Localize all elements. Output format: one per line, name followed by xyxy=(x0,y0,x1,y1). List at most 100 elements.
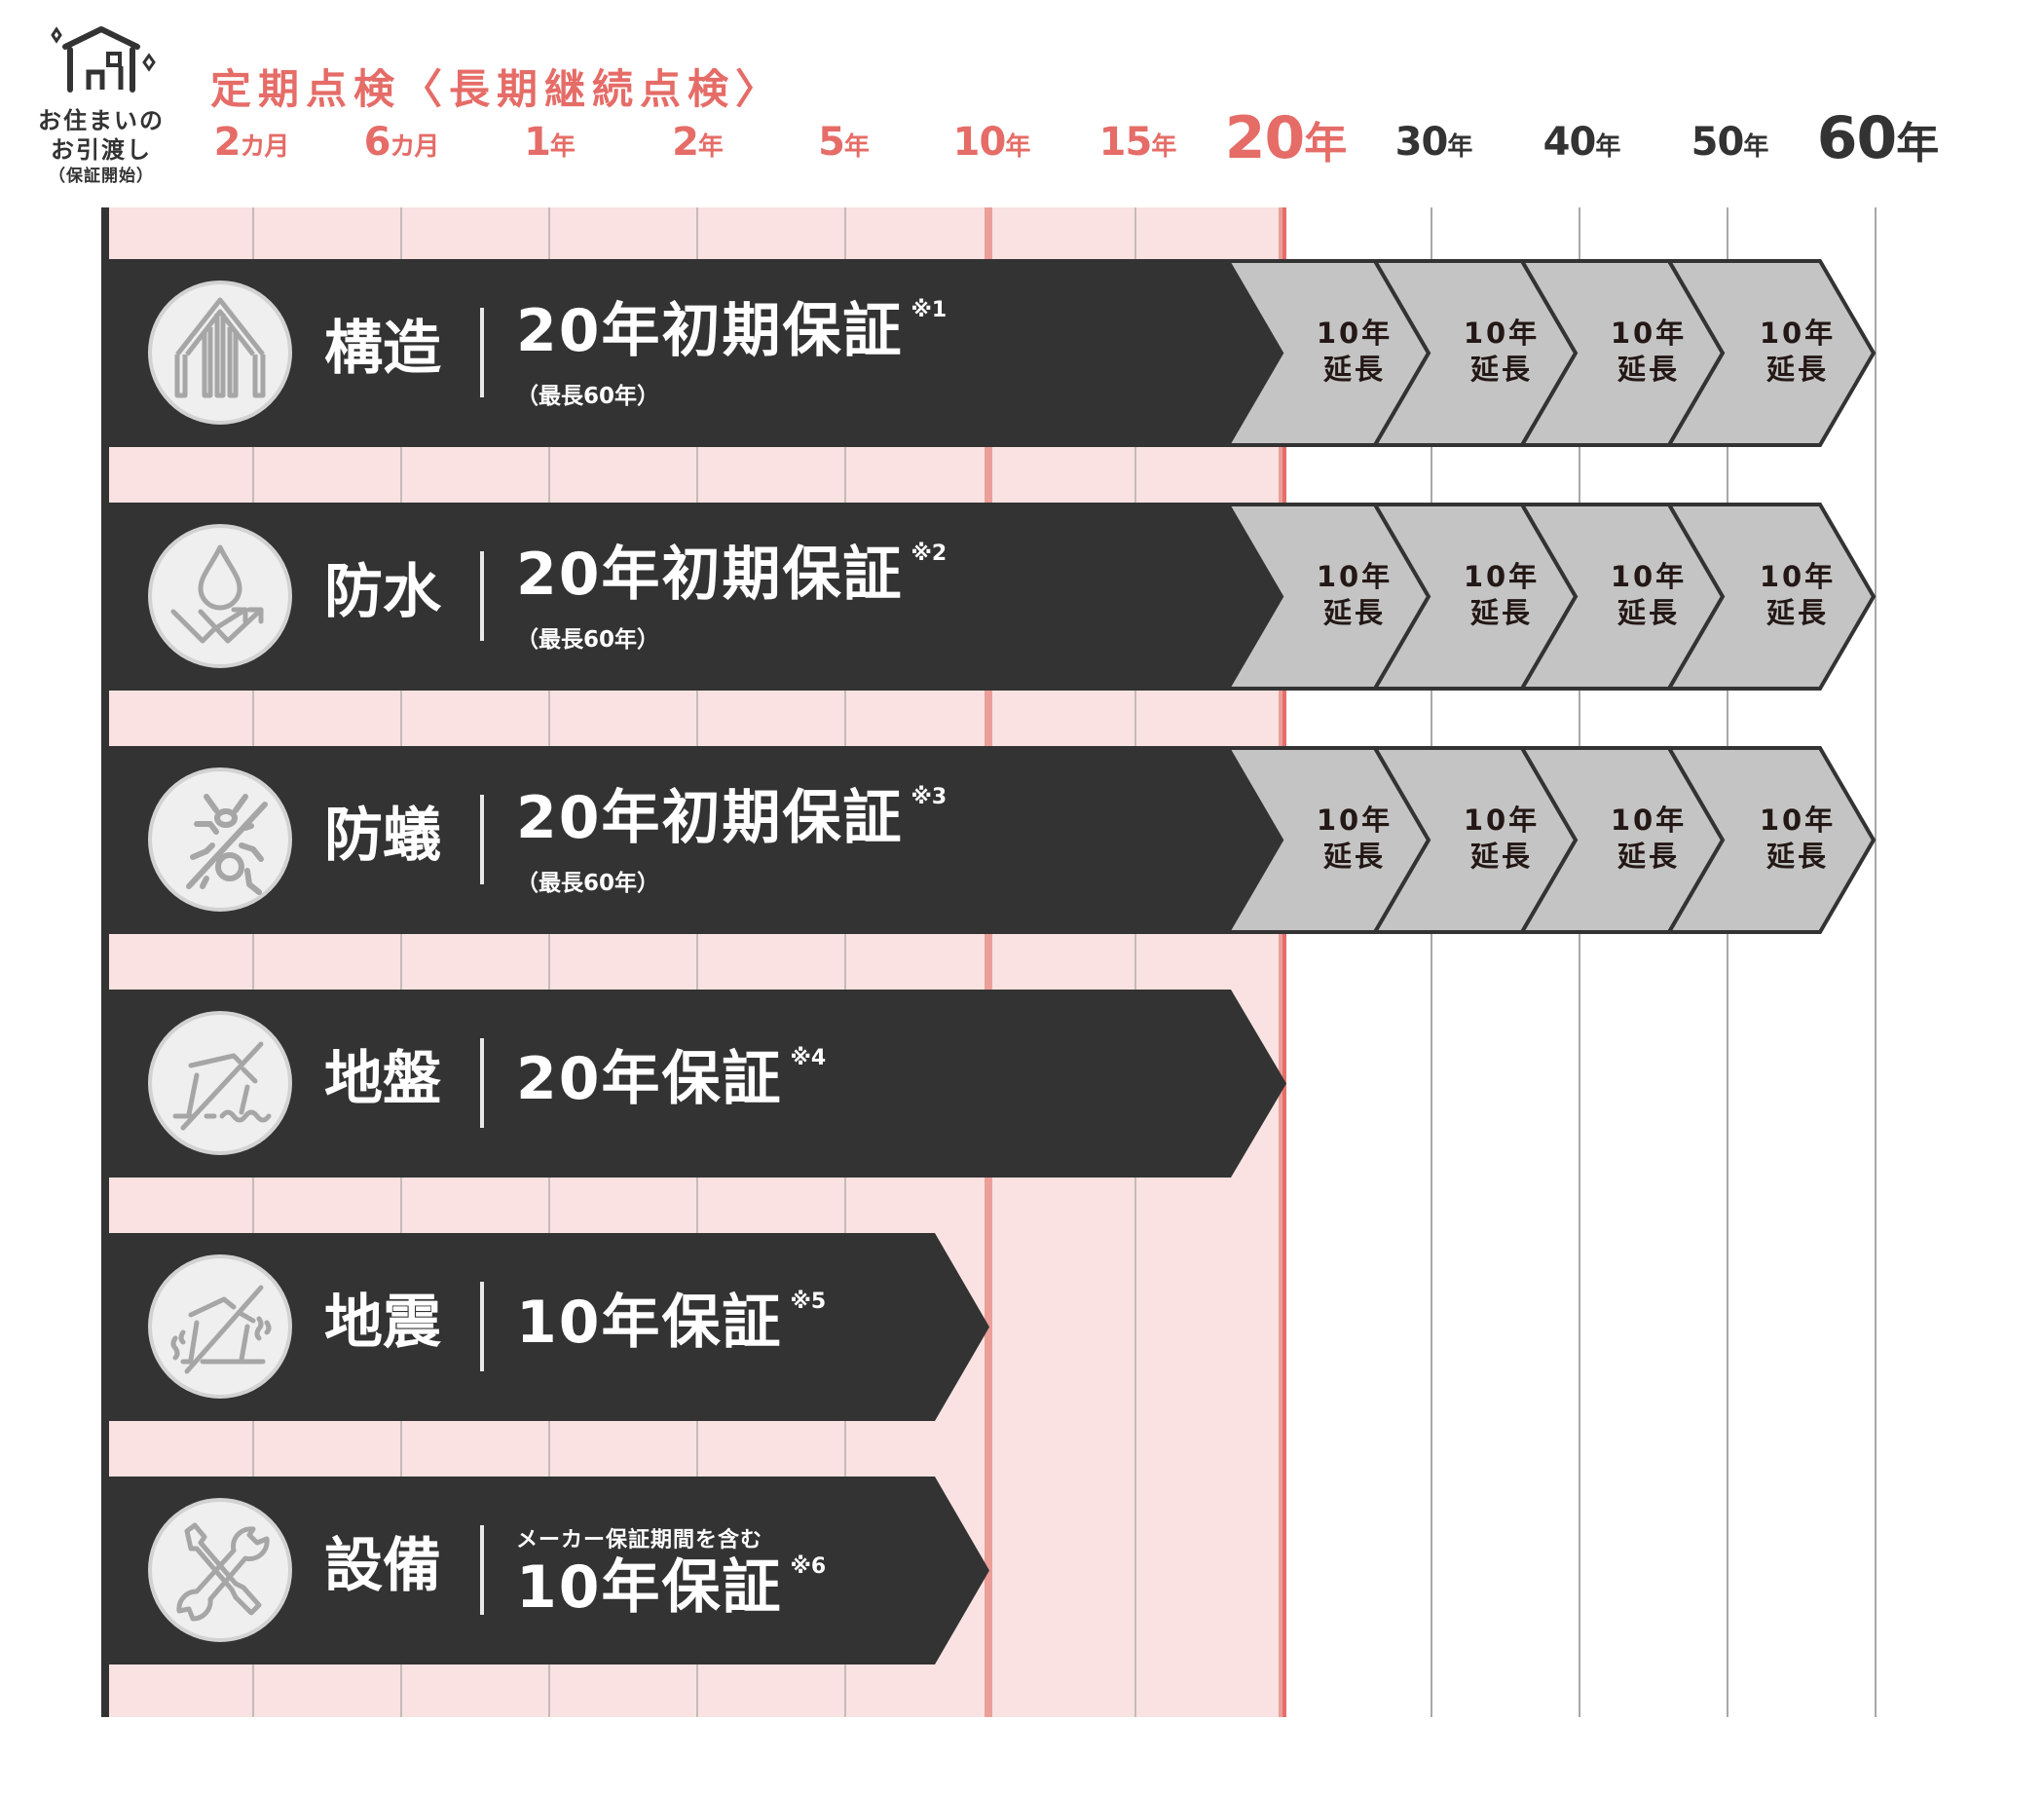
tick-label: 1年 xyxy=(524,120,576,165)
water-drop-icon xyxy=(170,544,264,644)
tick-unit: 年 xyxy=(697,132,724,162)
house-frame-icon xyxy=(174,297,266,398)
category-label: 設備 xyxy=(324,1532,441,1600)
guarantee-title: 10年保証※5 xyxy=(516,1289,827,1357)
gridline-30y xyxy=(1431,207,1432,1717)
bar-shape xyxy=(101,503,1877,691)
earthquake-icon-badge xyxy=(148,1254,292,1399)
inspection-title: 定期点検〈長期継続点検〉 xyxy=(210,65,784,113)
tick-label: 10年 xyxy=(953,123,1031,162)
footnote-mark: ※2 xyxy=(911,542,948,566)
max-period-note: （最長60年） xyxy=(516,627,660,653)
footnote-mark: ※1 xyxy=(911,298,948,322)
tick-unit: カ月 xyxy=(390,132,439,162)
gridline-6m xyxy=(400,207,402,1717)
category-label: 防水 xyxy=(324,558,441,626)
guarantee-bar-ground: 地盤 20年保証※4 xyxy=(101,990,1299,1178)
extension-label-4: 10年延長 xyxy=(1759,560,1837,629)
guarantee-bar-waterproof: 防水 20年初期保証※2 （最長60年） 10年延長 10年延長 10年延長 1… xyxy=(101,503,1883,691)
category-label: 地震 xyxy=(324,1289,441,1357)
structure-icon-badge xyxy=(148,280,292,425)
extension-label-1: 10年延長 xyxy=(1316,560,1394,629)
extension-label-2: 10年延長 xyxy=(1463,804,1541,873)
footnote-mark: ※5 xyxy=(790,1290,827,1314)
tick-number: 30 xyxy=(1394,120,1449,165)
tick-number: 60 xyxy=(1816,104,1897,172)
tick-label: 50年 xyxy=(1691,123,1769,162)
logo-text-line2: お引渡し xyxy=(51,136,152,164)
ground-subsidence-icon xyxy=(172,1041,272,1131)
tick-unit: 年 xyxy=(1743,132,1768,162)
tick-label: 2年 xyxy=(672,120,724,165)
gridline-10y xyxy=(985,207,992,1717)
category-label: 地盤 xyxy=(324,1045,441,1113)
guarantee-bar-equipment: 設備 メーカー保証期間を含む 10年保証※6 xyxy=(101,1477,997,1664)
tick-number: 40 xyxy=(1542,120,1597,165)
logo-text-line1: お住まいの xyxy=(38,107,165,134)
gridline-2y xyxy=(696,207,698,1717)
earthquake-house-icon xyxy=(170,1285,272,1374)
logo-text-line3: （保証開始） xyxy=(49,167,154,186)
divider xyxy=(480,1525,484,1615)
tick-unit: 年 xyxy=(549,132,576,162)
divider xyxy=(480,1282,484,1371)
tick-number: 6 xyxy=(363,120,391,165)
gridline-20y xyxy=(1279,207,1286,1717)
extension-label-1: 10年延長 xyxy=(1316,317,1394,386)
tick-label: 2カ月 xyxy=(213,120,290,165)
tick-label: 15年 xyxy=(1098,120,1177,165)
footnote-mark: ※6 xyxy=(790,1554,827,1579)
category-label: 防蟻 xyxy=(324,802,441,870)
tick-label: 30年 xyxy=(1394,120,1473,165)
extension-label-4: 10年延長 xyxy=(1759,804,1837,873)
bar-shape xyxy=(101,1233,989,1421)
tick-number: 15 xyxy=(1098,120,1153,165)
bar-shape xyxy=(101,259,1877,447)
maker-warranty-note: メーカー保証期間を含む xyxy=(516,1528,763,1552)
divider xyxy=(480,1038,484,1128)
gridline-2m xyxy=(252,207,254,1717)
guarantee-bar-structure: 構造 20年初期保証※1 （最長60年） 10年延長 10年延長 10年延長 1… xyxy=(101,259,1883,447)
guarantee-title: 20年初期保証※3 xyxy=(516,784,948,852)
gridline-5y xyxy=(844,207,846,1717)
footnote-mark: ※3 xyxy=(911,785,948,809)
tick-number: 2 xyxy=(672,120,699,165)
tick-number: 5 xyxy=(818,120,845,165)
divider xyxy=(480,551,484,641)
equipment-icon-badge xyxy=(148,1498,292,1642)
max-period-note: （最長60年） xyxy=(516,384,660,409)
gridline-60y xyxy=(1875,207,1877,1717)
gridline-40y xyxy=(1579,207,1580,1717)
bar-shape xyxy=(101,1477,989,1664)
tick-label: 40年 xyxy=(1542,120,1621,165)
guarantee-title: 20年初期保証※1 xyxy=(516,297,948,365)
tick-label: 60年 xyxy=(1817,109,1940,168)
bar-shape xyxy=(101,746,1877,934)
divider xyxy=(480,795,484,884)
guarantee-bar-termite: 防蟻 20年初期保証※3 （最長60年） 10年延長 10年延長 10年延長 1… xyxy=(101,746,1883,934)
gridline-50y xyxy=(1727,207,1728,1717)
extension-label-3: 10年延長 xyxy=(1610,560,1688,629)
tick-unit: 年 xyxy=(1151,132,1176,162)
tick-unit: 年 xyxy=(1447,132,1472,162)
extension-label-3: 10年延長 xyxy=(1610,804,1688,873)
ground-icon-badge xyxy=(148,1011,292,1155)
tick-unit: カ月 xyxy=(240,132,289,162)
guarantee-title: 10年保証※6 xyxy=(516,1553,827,1622)
guarantee-title: 20年初期保証※2 xyxy=(516,541,948,609)
category-label: 構造 xyxy=(324,315,441,383)
tick-unit: 年 xyxy=(1005,132,1030,162)
tick-unit: 年 xyxy=(843,132,870,162)
divider xyxy=(480,308,484,397)
tick-unit: 年 xyxy=(1595,132,1620,162)
tick-number: 2 xyxy=(213,120,242,165)
tools-icon xyxy=(176,1522,270,1622)
tick-number: 1 xyxy=(524,120,551,165)
extension-label-3: 10年延長 xyxy=(1610,317,1688,386)
gridline-1y xyxy=(548,207,550,1717)
max-period-note: （最長60年） xyxy=(516,871,660,896)
extension-label-1: 10年延長 xyxy=(1316,804,1394,873)
tick-label: 20年 xyxy=(1225,109,1348,168)
tick-label: 5年 xyxy=(818,120,870,165)
extension-label-4: 10年延長 xyxy=(1759,317,1837,386)
